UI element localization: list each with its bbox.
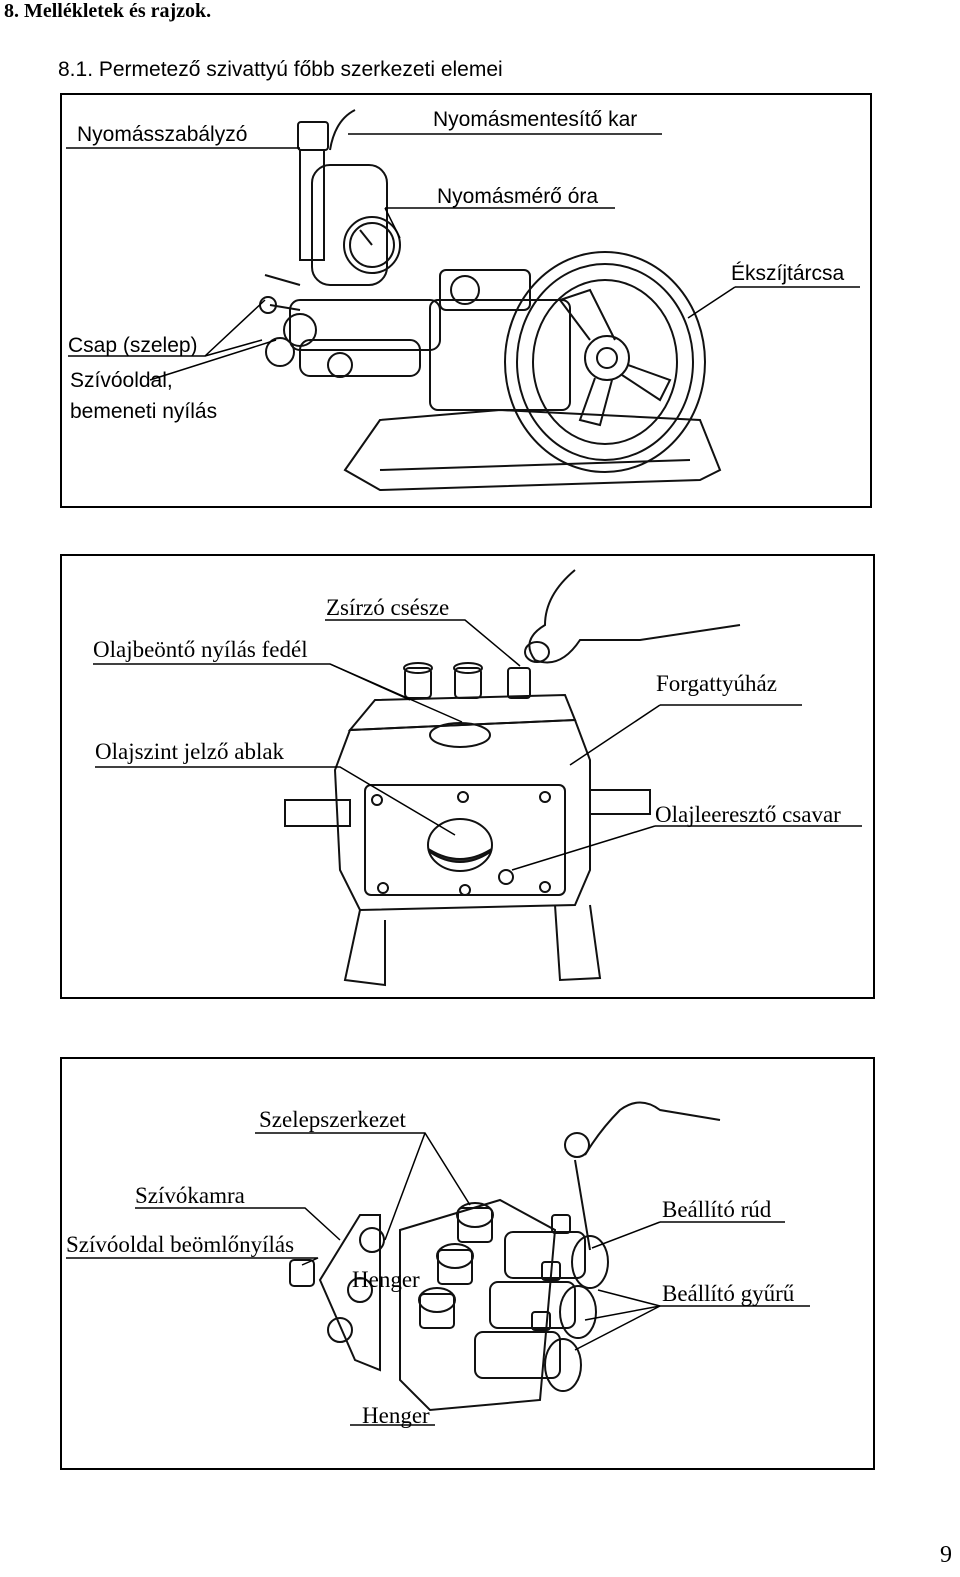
label-suction-inlet: Szívóoldal beömlőnyílás [66,1232,295,1257]
label-pressure-gauge: Nyomásmérő óra [437,185,599,208]
label-oil-filler-cap: Olajbeöntő nyílás fedél [93,637,308,662]
label-suction-side-line2: bemeneti nyílás [70,400,218,423]
label-cylinder-1: Henger [352,1267,420,1292]
label-v-belt-pulley: Ékszíjtárcsa [731,262,845,285]
label-relief-lever: Nyomásmentesítő kar [433,108,638,131]
label-suction-chamber: Szívókamra [135,1183,245,1208]
page-number: 9 [940,1542,952,1568]
label-pressure-regulator: Nyomásszabályzó [77,123,248,146]
label-valve-assembly: Szelepszerkezet [259,1107,406,1132]
label-suction-side-line1: Szívóoldal, [70,369,173,392]
label-oil-drain-screw: Olajleeresztő csavar [655,802,841,827]
label-adjusting-ring: Beállító gyűrű [662,1281,795,1306]
label-cylinder-2: Henger [362,1403,430,1428]
label-crankcase: Forgattyúház [656,671,777,696]
section-heading: 8. Mellékletek és rajzok. [4,0,212,22]
figure-crankcase [60,554,875,999]
label-oil-level-window: Olajszint jelző ablak [95,739,285,764]
label-valve: Csap (szelep) [68,334,198,357]
label-grease-cup: Zsírzó csésze [326,595,450,620]
label-adjusting-rod: Beállító rúd [662,1197,772,1222]
subsection-heading: 8.1. Permetező szivattyú főbb szerkezeti… [58,58,503,81]
